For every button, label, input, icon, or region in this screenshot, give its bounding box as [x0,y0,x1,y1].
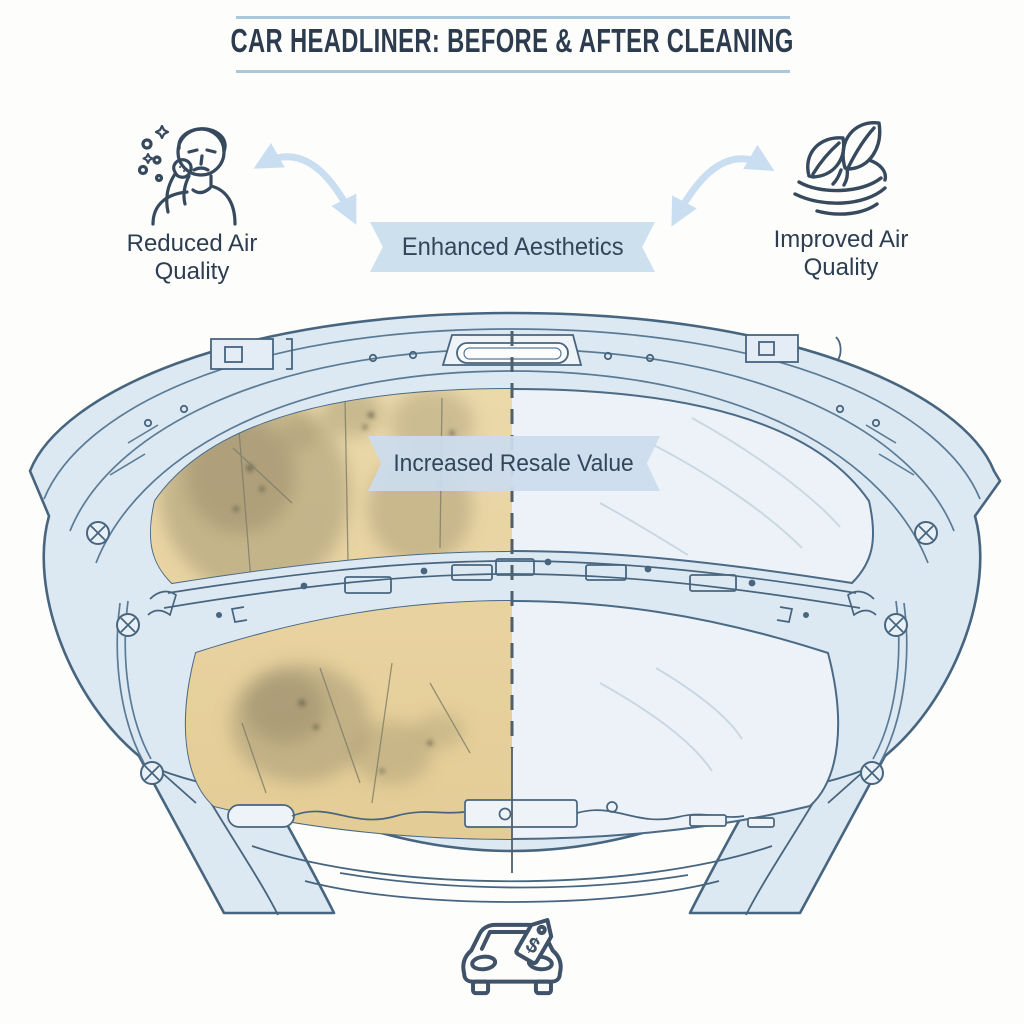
car-price-tag-icon: $ [450,906,574,1009]
screw-icons [86,521,938,785]
wiring-harness [227,799,775,828]
fresh-leaves-icon [793,121,888,216]
clean-headliner-right-half [599,417,841,772]
benefit-improved-air-quality: Improved Air Quality [750,114,932,281]
curved-arrow-left-icon [253,142,357,225]
title-rule-bottom [236,70,790,73]
benefit-label: Improved Air Quality [773,226,909,281]
benefit-reduced-air-quality: Reduced Air Quality [104,114,280,285]
curved-arrow-right-icon [671,144,775,227]
enhanced-aesthetics-banner: Enhanced Aesthetics [370,222,655,272]
person-coughing-icon [137,124,237,226]
latch-left [210,338,293,370]
roof-rail-details [143,334,881,428]
headliner-before-after-illustration [28,311,1002,916]
latch-right [745,334,842,363]
price-tag: $ [514,918,554,965]
page-title: CAR HEADLINER: BEFORE & AFTER CLEANING [230,22,794,59]
title-rule-top [236,16,790,19]
resale-value-banner: Increased Resale Value [368,436,660,491]
rivet-dots [143,350,881,428]
benefit-label: Reduced Air Quality [126,230,258,285]
